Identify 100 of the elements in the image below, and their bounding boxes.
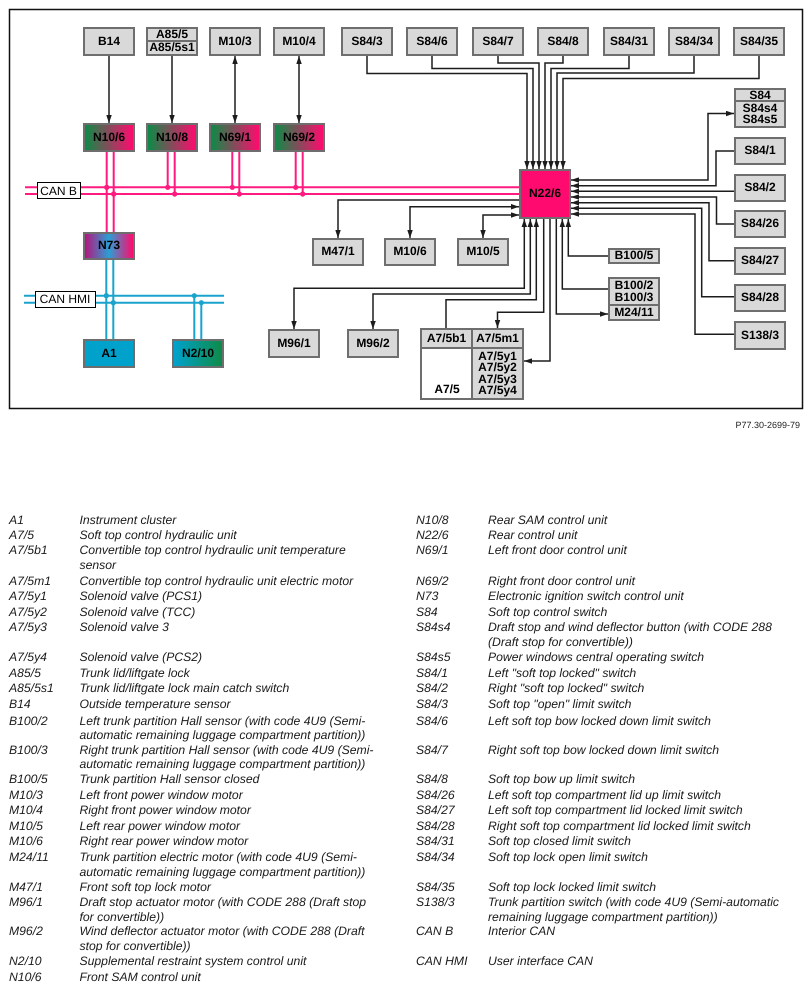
arrow: [560, 219, 608, 290]
component-label: S138/3: [740, 330, 780, 342]
bus-wire: [193, 307, 202, 340]
designation-description: Left trunk partition Hall sensor (with code 4U9 (Semi-automatic remaining luggage compartment partition)): [80, 714, 366, 743]
designation-code: A7/5y1: [9, 589, 48, 604]
designation-code: M24/11: [9, 850, 50, 865]
component-label: A7/5y1: [478, 350, 517, 362]
component-box: [734, 210, 786, 238]
arrow: [566, 219, 608, 257]
component-box: [734, 137, 786, 165]
figure-reference-number: P77.30-2699-79: [734, 420, 800, 431]
designation-description: Left front door control unit: [488, 543, 628, 558]
designation-description: Soft top "open" limit switch: [488, 696, 632, 712]
component-box: [608, 277, 660, 306]
designation-description: Interior CAN: [488, 924, 556, 939]
designation-description: Outside temperature sensor: [80, 696, 232, 712]
designation-code: A7/5m1: [9, 574, 52, 589]
designation-description: Front soft top lock motor: [80, 880, 212, 895]
designation-description: Trunk partition switch (with code 4U9 (Semi-automatic remaining luggage compartment partition)): [488, 895, 780, 924]
designation-code: S84/7: [416, 742, 450, 758]
component-label: S84/35: [740, 36, 778, 48]
component-label: A7/5: [433, 382, 461, 396]
arrow: [335, 199, 519, 238]
designation-description: Soft top control hydraulic unit: [80, 528, 238, 543]
designation-code: M10/5: [9, 818, 44, 834]
designation-description: Trunk partition electric motor (with code 4U9 (Semi-automatic remaining luggage compartment partition)): [80, 850, 366, 880]
designation-description: Right front power window motor: [80, 803, 252, 818]
bus-wire: [231, 151, 240, 182]
designation-description: Power windows central operating switch: [488, 650, 706, 665]
arrow: [431, 56, 536, 169]
arrow: [548, 56, 630, 169]
designation-code: B100/5: [9, 772, 49, 786]
designation-description: Draft stop actuator motor (with CODE 288 (Draft stop for convertible)): [80, 895, 368, 924]
designation-code: S84s4: [416, 620, 452, 635]
designation-description: Solenoid valve 3: [80, 620, 170, 635]
bus-wire: [294, 151, 304, 182]
component-label: S84/6: [416, 36, 448, 48]
designation-description: Left front power window motor: [80, 788, 244, 803]
arrow: [291, 219, 528, 329]
component-box: [273, 27, 325, 56]
bus-wire: [105, 259, 114, 291]
designation-code: A7/5b1: [9, 543, 49, 558]
component-box: [734, 247, 786, 275]
component-box: [734, 284, 786, 312]
designation-code: CAN HMI: [416, 954, 468, 969]
component-box: [457, 238, 509, 266]
component-label: S84/1: [744, 145, 776, 157]
bus-wire: [106, 151, 115, 182]
component-label: S84: [748, 90, 772, 101]
component-label: M96/2: [356, 338, 390, 350]
arrow: [571, 110, 734, 183]
component-label: M96/1: [277, 338, 311, 350]
component-label: M10/4: [282, 36, 316, 48]
component-box: [341, 27, 393, 56]
component-label: M10/5: [466, 246, 500, 258]
arrow: [571, 188, 734, 194]
designation-description: Electronic ignition switch control unit: [488, 589, 686, 604]
component-box: [603, 27, 655, 56]
component-label: S84s5: [742, 114, 778, 126]
designation-description: Trunk partition Hall sensor closed: [80, 772, 261, 786]
arrow: [497, 56, 542, 169]
component-label: S84/3: [351, 36, 383, 48]
designation-description: Rear control unit: [488, 528, 579, 543]
component-box: [733, 27, 785, 56]
designation-code: N69/1: [416, 543, 450, 558]
arrow: [524, 219, 551, 364]
arrow: [571, 206, 734, 298]
designation-code: S84/2: [416, 681, 449, 696]
designation-code: M96/1: [9, 895, 44, 910]
designation-code: S84s5: [416, 650, 452, 665]
designation-code: A85/5s1: [9, 681, 55, 696]
designation-description: Soft top bow up limit switch: [488, 772, 636, 786]
component-box: [420, 328, 473, 349]
designation-description: Right "soft top locked" switch: [488, 681, 646, 696]
designation-code: S84/8: [416, 772, 449, 786]
designation-description: Soft top lock locked limit switch: [488, 880, 657, 895]
designation-code: M10/4: [9, 803, 44, 818]
designation-description: Soft top lock open limit switch: [488, 850, 649, 865]
arrow: [571, 194, 734, 225]
component-label: S84/2: [744, 182, 776, 194]
bus-wire: [106, 199, 115, 233]
component-label: S84/7: [482, 36, 514, 48]
designation-description: Left soft top bow locked down limit switch: [488, 714, 712, 728]
designation-description: Right rear power window motor: [80, 834, 250, 849]
designation-code: A85/5: [9, 666, 42, 681]
component-box: [608, 248, 660, 264]
component-label: A1: [101, 348, 117, 360]
designation-code: A7/5y2: [9, 605, 48, 620]
component-label: M10/3: [218, 36, 252, 48]
designation-code: S84/6: [416, 714, 449, 728]
component-box: [384, 238, 436, 266]
designation-description: Right soft top bow locked down limit switch: [488, 742, 720, 758]
bus-wire: [329, 186, 520, 195]
designation-code: N69/2: [416, 574, 450, 589]
designation-code: N10/6: [9, 970, 43, 985]
designation-code: N22/6: [416, 528, 450, 543]
component-label: A7/5m1: [476, 332, 519, 344]
designation-description: Rear SAM control unit: [488, 512, 609, 528]
designation-code: N73: [416, 589, 440, 604]
control-unit-box: [519, 169, 571, 219]
